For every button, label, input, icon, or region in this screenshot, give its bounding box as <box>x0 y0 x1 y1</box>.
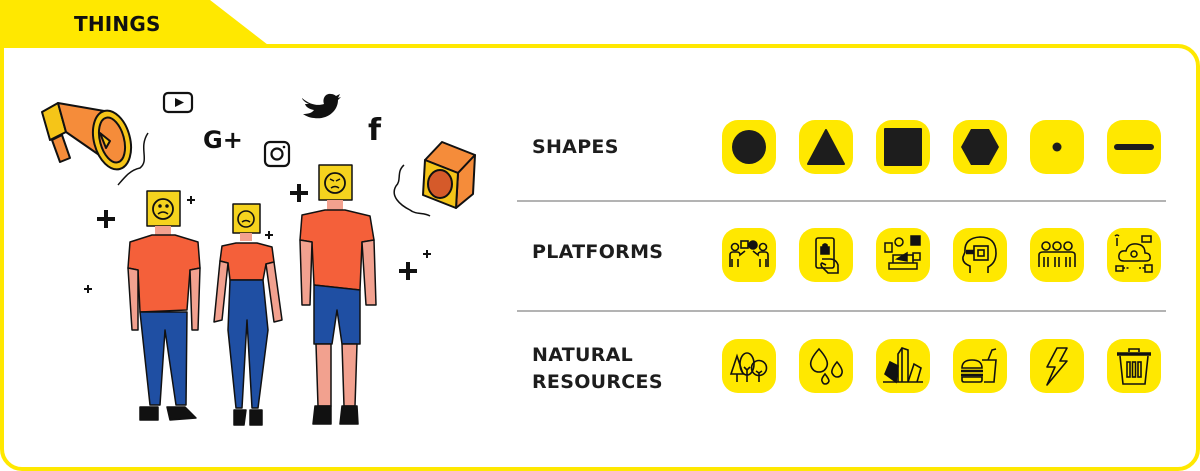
tile-food[interactable] <box>953 339 1007 393</box>
social-marketing-icon <box>884 235 921 270</box>
natural-resources-tiles <box>722 339 1161 393</box>
mobile-shopping-icon <box>815 237 839 274</box>
tile-hexagon[interactable] <box>953 120 1007 174</box>
square-shape-icon <box>884 128 922 166</box>
tile-energy[interactable] <box>1030 339 1084 393</box>
megaphone-icon <box>41 102 133 171</box>
dot-shape-icon <box>1052 142 1062 152</box>
tile-dot[interactable] <box>1030 120 1084 174</box>
people-exchange-icon <box>729 240 769 267</box>
tile-minerals[interactable] <box>876 339 930 393</box>
triangle-shape-icon <box>807 129 845 165</box>
shapes-tiles <box>722 120 1161 174</box>
person-angry-man <box>299 164 377 425</box>
row-label-shapes: SHAPES <box>532 136 619 158</box>
divider <box>517 310 1166 312</box>
hexagon-shape-icon <box>961 129 999 165</box>
tile-artificial-intelligence[interactable] <box>953 228 1007 282</box>
line-shape-icon <box>1114 144 1154 150</box>
tile-water[interactable] <box>799 339 853 393</box>
page-title: THINGS <box>74 12 161 36</box>
youtube-icon <box>162 91 194 114</box>
tile-social-marketing[interactable] <box>876 228 930 282</box>
person-sad-man <box>127 190 201 421</box>
twitter-icon <box>302 93 341 119</box>
tile-triangle[interactable] <box>799 120 853 174</box>
water-drops-icon <box>809 347 843 385</box>
tile-waste[interactable] <box>1107 339 1161 393</box>
person-sad-woman <box>213 203 283 426</box>
burger-drink-icon <box>961 348 997 383</box>
people-social-media-illustration: G+ f <box>41 91 476 426</box>
lightning-icon <box>1046 347 1068 386</box>
tile-community[interactable] <box>1030 228 1084 282</box>
row-label-line1: NATURAL <box>532 344 634 366</box>
divider <box>517 200 1166 202</box>
group-people-icon <box>1038 241 1076 267</box>
tile-circle[interactable] <box>722 120 776 174</box>
tile-mobile-shopping[interactable] <box>799 228 853 282</box>
sparkle-plus-icons <box>84 184 431 293</box>
trees-icon <box>729 352 768 382</box>
svg-text:G+: G+ <box>203 126 243 154</box>
instagram-icon <box>263 140 291 168</box>
tile-square[interactable] <box>876 120 930 174</box>
row-label-line2: RESOURCES <box>532 371 663 393</box>
speaker-icon <box>422 141 476 209</box>
facebook-icon: f <box>368 113 382 148</box>
platforms-tiles <box>722 228 1161 282</box>
cloud-network-icon <box>1114 234 1153 273</box>
tile-cloud-network[interactable] <box>1107 228 1161 282</box>
row-label-natural-resources: NATURAL RESOURCES <box>532 342 663 396</box>
google-plus-icon: G+ <box>203 126 243 154</box>
circle-shape-icon <box>732 130 766 164</box>
trash-bin-icon <box>1117 348 1151 385</box>
tile-commerce-exchange[interactable] <box>722 228 776 282</box>
crystals-icon <box>883 347 923 384</box>
ai-head-chip-icon <box>962 236 997 273</box>
tile-forest[interactable] <box>722 339 776 393</box>
row-label-platforms: PLATFORMS <box>532 241 664 263</box>
tile-line[interactable] <box>1107 120 1161 174</box>
